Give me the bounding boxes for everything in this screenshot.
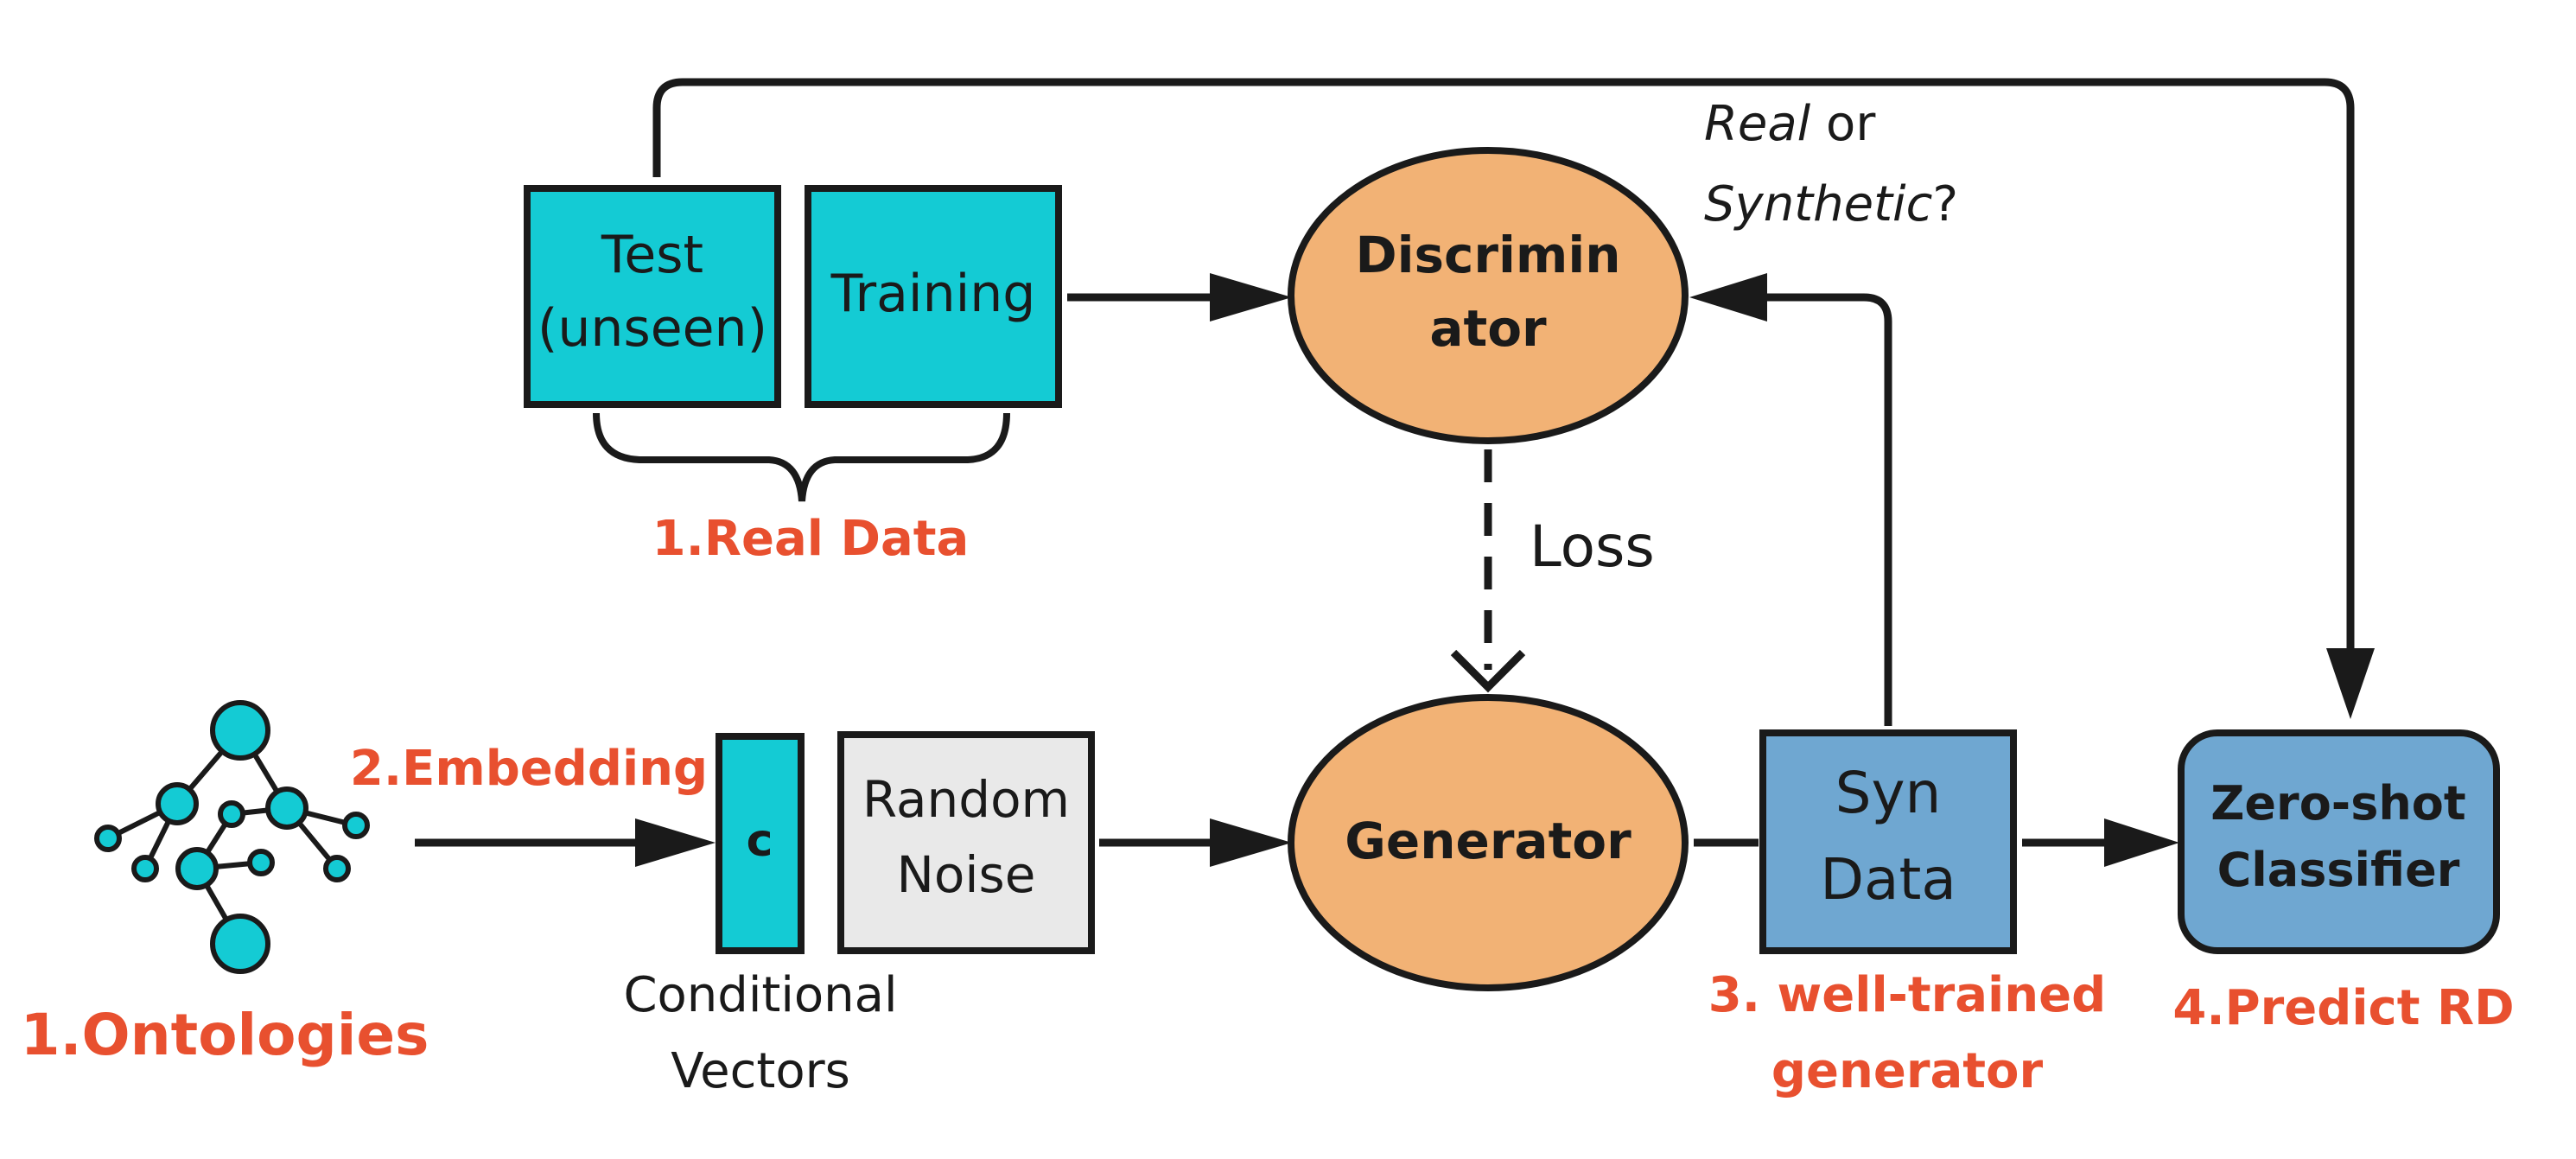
well-trained-label-line1: 3. well-trained — [1708, 967, 2106, 1023]
conditional-vector-letter: c — [747, 815, 773, 867]
or-word: or — [1810, 96, 1876, 152]
generator-node — [1288, 694, 1689, 991]
ontology-tree-icon — [94, 700, 370, 974]
syndata-to-discriminator-connector — [1763, 293, 1892, 726]
real-word: Real — [1704, 96, 1811, 152]
embedding-label: 2.Embedding — [350, 741, 708, 797]
loss-label: Loss — [1530, 513, 1655, 580]
real-data-label: 1.Real Data — [652, 511, 970, 567]
test-to-classifier-connector — [652, 78, 2355, 657]
generator-label: Generator — [1345, 812, 1631, 870]
discriminator-label-line1: Discrimin — [1355, 226, 1620, 284]
embedding-arrowhead — [635, 818, 716, 867]
classifier-input-arrowhead — [2104, 818, 2179, 867]
classifier-label-line2: Classifier — [2217, 843, 2460, 897]
syn-data-box — [1759, 729, 2017, 954]
random-noise-label-line1: Random — [862, 770, 1070, 829]
test-label-line1: Test — [601, 225, 703, 285]
test-label-line2: (unseen) — [537, 298, 767, 359]
classifier-label-line1: Zero-shot — [2210, 776, 2465, 831]
conditional-vector-box — [716, 733, 805, 954]
ontologies-label: 1.Ontologies — [21, 1002, 429, 1068]
question-mark: ? — [1932, 176, 1958, 232]
real-data-brace — [593, 412, 1010, 502]
conditional-vectors-label-line2: Vectors — [671, 1043, 850, 1099]
test-box — [524, 185, 781, 408]
loss-arrowhead — [1450, 649, 1526, 693]
discriminator-node — [1288, 147, 1689, 444]
discriminator-label-line2: ator — [1429, 299, 1547, 358]
syn-data-label-line2: Data — [1820, 846, 1956, 913]
training-box — [805, 185, 1062, 408]
conditional-vectors-label-line1: Conditional — [623, 967, 897, 1023]
classifier-arrowhead — [2326, 648, 2375, 719]
syn-data-label-line1: Syn — [1835, 760, 1942, 826]
noise-arrowhead — [1210, 818, 1292, 867]
discriminator-return-arrowhead — [1689, 273, 1767, 322]
synthetic-word: Synthetic — [1704, 176, 1933, 232]
well-trained-label-line2: generator — [1771, 1043, 2044, 1099]
real-or-synthetic-line2: Synthetic? — [1704, 176, 1958, 232]
training-arrowhead — [1210, 273, 1292, 322]
training-label: Training — [830, 264, 1036, 324]
real-or-synthetic-line1: Real or — [1704, 96, 1876, 152]
random-noise-box — [837, 731, 1095, 954]
random-noise-label-line2: Noise — [897, 845, 1036, 904]
predict-rd-label: 4.Predict RD — [2172, 980, 2514, 1036]
zero-shot-classifier-box — [2178, 729, 2500, 954]
